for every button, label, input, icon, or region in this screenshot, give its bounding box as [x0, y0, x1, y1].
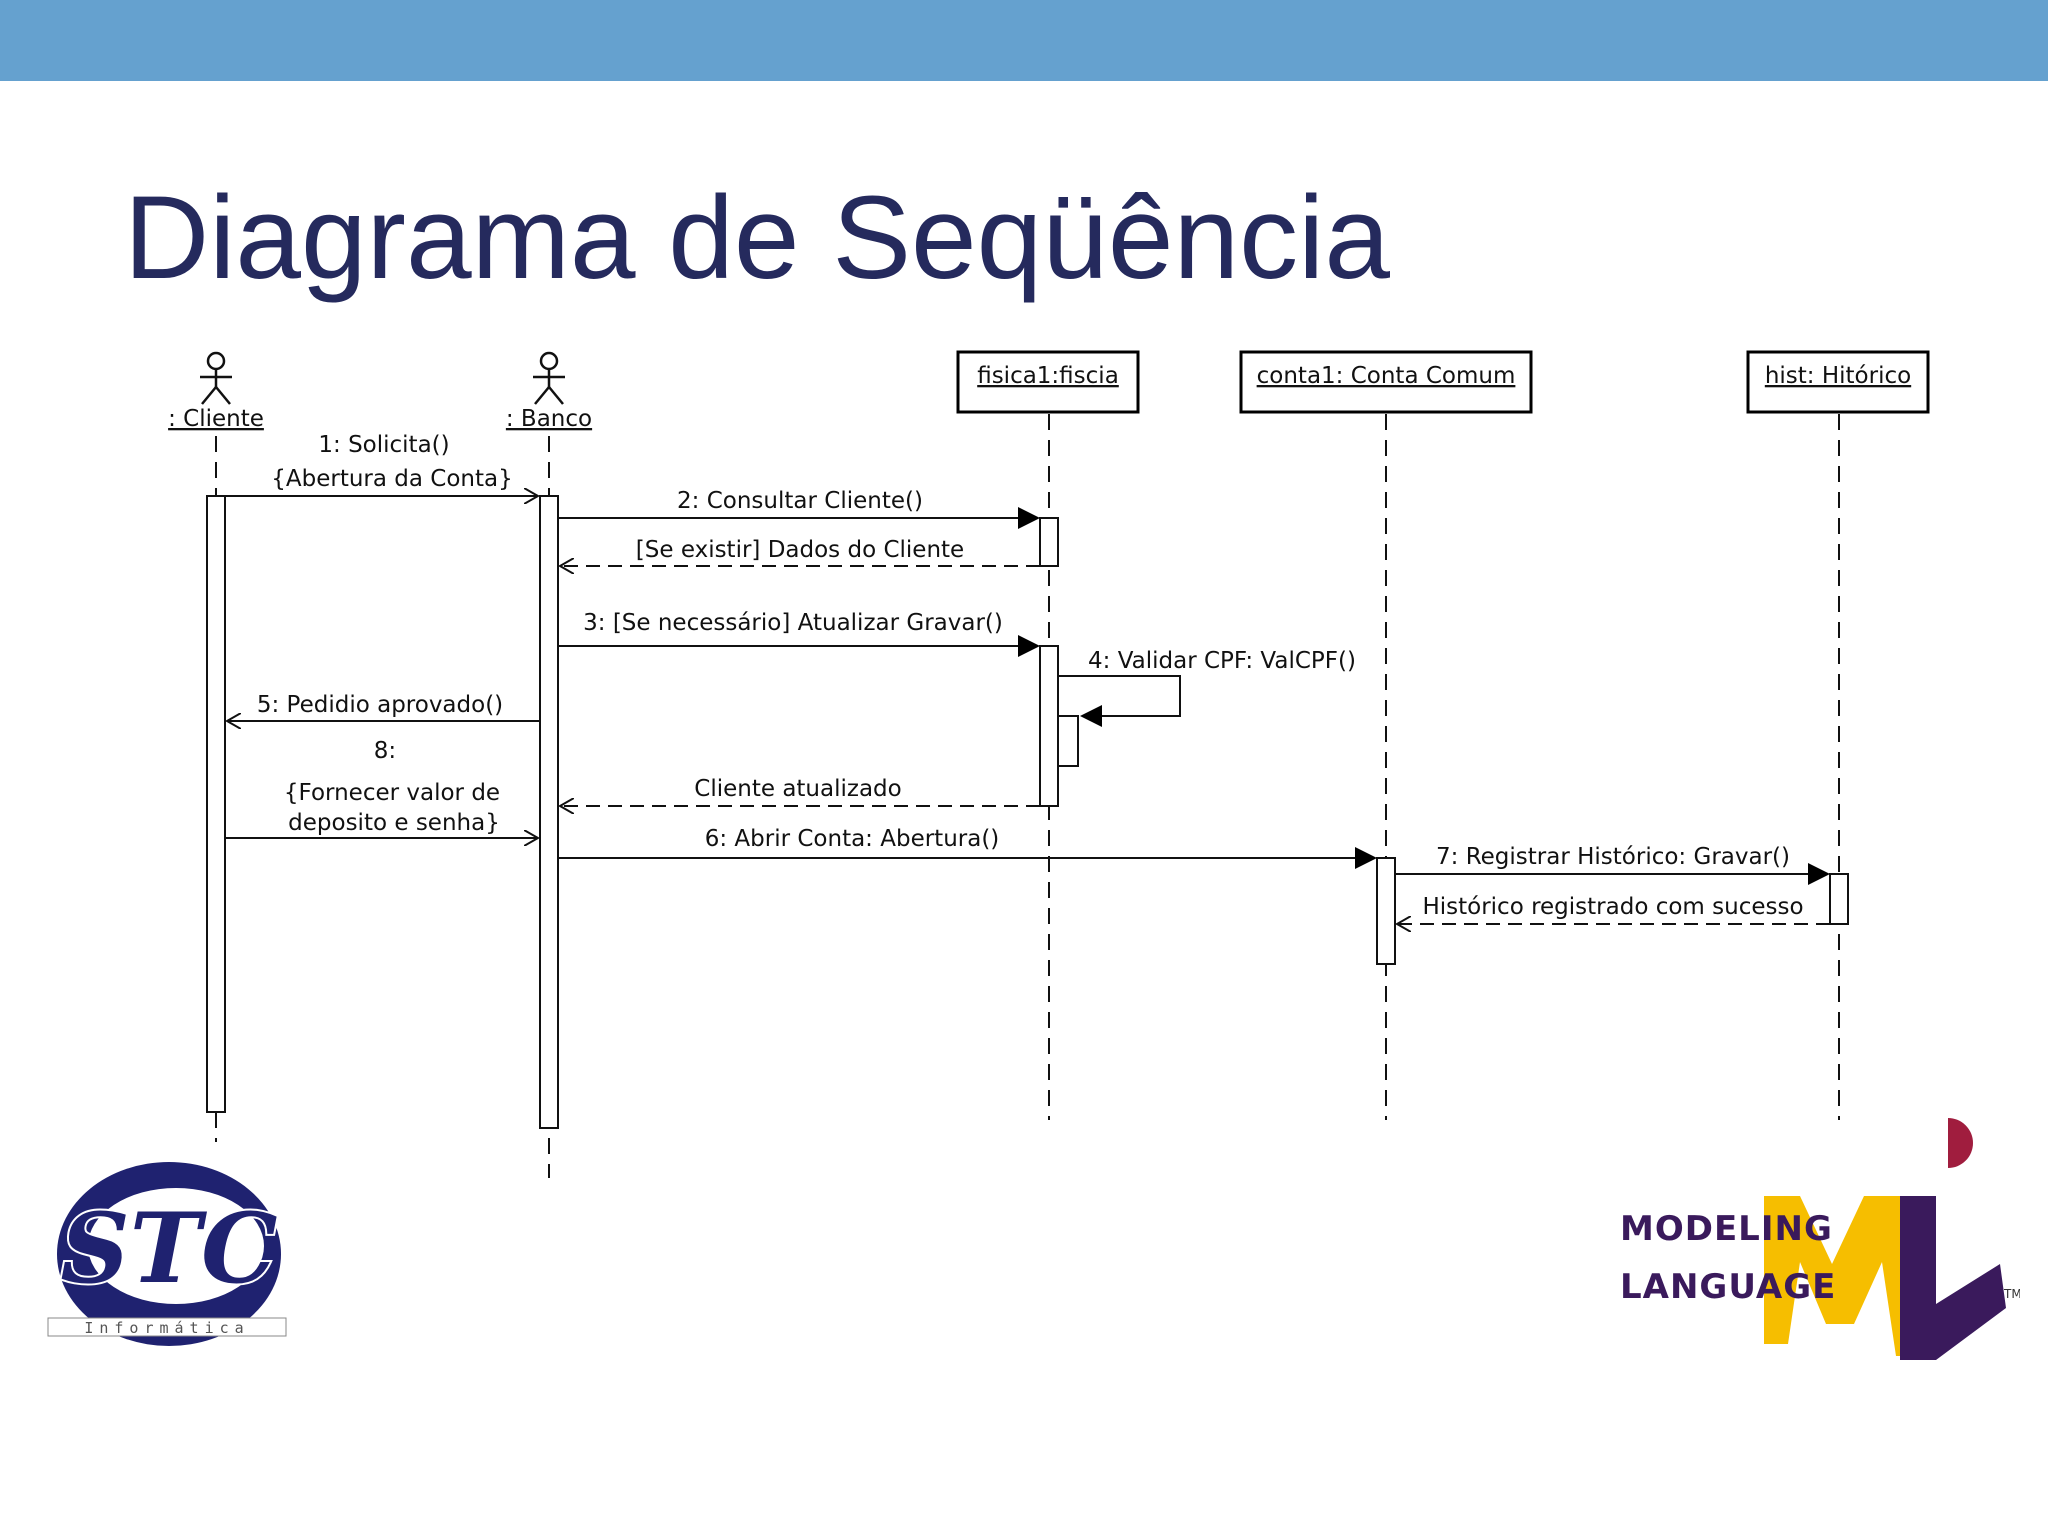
object-conta: conta1: Conta Comum: [1239, 350, 1533, 414]
label-r2: [Se existir] Dados do Cliente: [636, 537, 964, 563]
arrow-m4-self: [1058, 675, 1181, 727]
actor-label-cliente: : Cliente: [168, 406, 264, 432]
object-fisica: fisica1:fiscia: [956, 350, 1140, 414]
label-r7: Histórico registrado com sucesso: [1422, 894, 1803, 920]
activation-bars: [206, 495, 1849, 1129]
stc-logo: STC Informática: [47, 1162, 287, 1346]
actor-cliente: : Cliente: [168, 351, 264, 432]
label-m8-line3: deposito e senha}: [288, 810, 500, 836]
person-icon: [533, 351, 565, 405]
activation-hist: [1829, 873, 1849, 925]
label-m3: 3: [Se necessário] Atualizar Gravar(): [583, 610, 1003, 636]
activation-fisica-1: [1039, 517, 1059, 567]
activation-fisica-2: [1039, 645, 1059, 807]
label-m8-line2: {Fornecer valor de: [284, 780, 500, 806]
label-m5: 5: Pedidio aprovado(): [257, 692, 503, 718]
label-m1-line2: {Abertura da Conta}: [271, 466, 513, 492]
actor-banco: : Banco: [506, 351, 592, 432]
object-label-conta: conta1: Conta Comum: [1257, 363, 1516, 389]
person-icon: [200, 351, 232, 405]
uml-logo-line2: LANGUAGE: [1620, 1267, 1836, 1307]
slide-title: Diagrama de Seqüência: [124, 172, 1391, 304]
object-label-fisica: fisica1:fiscia: [977, 363, 1119, 389]
object-hist: hist: Hitórico: [1746, 350, 1930, 414]
message-arrows: [225, 496, 1830, 924]
label-m8-line1: 8:: [374, 738, 396, 764]
object-label-hist: hist: Hitórico: [1765, 363, 1911, 389]
uml-logo-line1: MODELING: [1620, 1209, 1833, 1249]
message-labels: 1: Solicita() {Abertura da Conta} 2: Con…: [257, 432, 1804, 920]
activation-conta: [1376, 857, 1396, 965]
stc-logo-subtext: Informática: [84, 1319, 249, 1337]
uml-logo: MODELING LANGUAGE TM: [1620, 1118, 2020, 1360]
label-m2: 2: Consultar Cliente(): [677, 488, 923, 514]
activation-banco: [539, 495, 559, 1129]
stc-logo-text: STC: [60, 1192, 277, 1305]
uml-logo-tm: TM: [2003, 1287, 2020, 1301]
label-r3: Cliente atualizado: [694, 776, 901, 802]
activation-fisica-self: [1057, 715, 1079, 767]
top-accent-bar: [0, 0, 2048, 81]
actor-label-banco: : Banco: [506, 406, 592, 432]
label-m7: 7: Registrar Histórico: Gravar(): [1436, 844, 1790, 870]
label-m6: 6: Abrir Conta: Abertura(): [705, 826, 1000, 852]
activation-cliente: [206, 495, 226, 1113]
label-m4: 4: Validar CPF: ValCPF(): [1088, 648, 1356, 674]
label-m1-line1: 1: Solicita(): [318, 432, 449, 458]
